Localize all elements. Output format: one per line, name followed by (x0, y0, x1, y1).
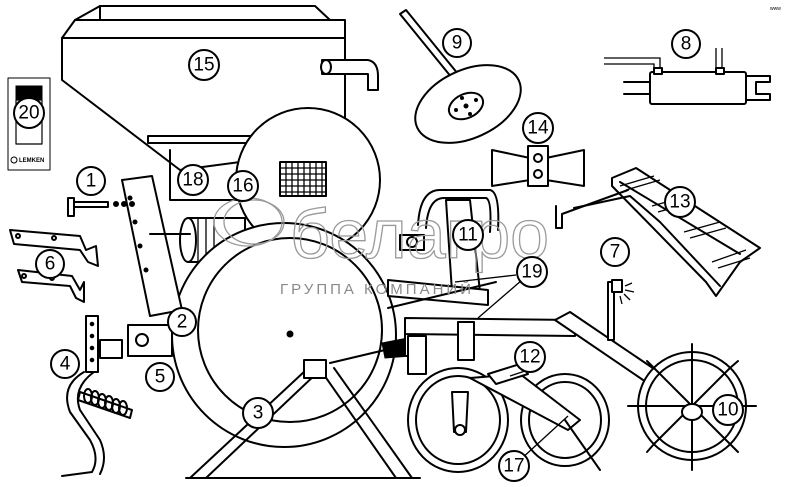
tine-arm-drawing (487, 363, 529, 385)
svg-text:15: 15 (193, 55, 214, 76)
callout-18: 18 (177, 164, 209, 196)
svg-text:5: 5 (155, 367, 166, 388)
callout-13: 13 (664, 186, 696, 218)
callout-2: 2 (167, 307, 197, 337)
svg-text:17: 17 (503, 456, 524, 477)
callout-4: 4 (50, 349, 80, 379)
svg-text:11: 11 (458, 225, 478, 246)
callout-19: 19 (516, 256, 548, 288)
part-6-drawing (9, 229, 99, 303)
part-13-drawing (555, 167, 761, 297)
main-wheel-drawing (171, 222, 397, 448)
callout-1: 1 (76, 166, 106, 196)
callout-11: 11 (452, 219, 484, 251)
svg-text:4: 4 (60, 354, 71, 375)
svg-text:9: 9 (452, 33, 463, 54)
callout-6: 6 (35, 249, 65, 279)
callout-15: 15 (188, 49, 220, 81)
svg-text:3: 3 (253, 403, 264, 424)
corner-mark: www (770, 6, 781, 12)
callout-5: 5 (145, 362, 175, 392)
part-20-drawing (7, 77, 51, 171)
svg-text:12: 12 (519, 347, 540, 368)
part-1-drawing (67, 197, 135, 217)
callout-3: 3 (242, 397, 274, 429)
svg-text:13: 13 (669, 192, 690, 213)
watermark-logo: белагро ГРУППА КОМПАНИЙ (213, 194, 550, 298)
disc-coulters-drawing (407, 367, 610, 473)
callout-14: 14 (522, 112, 554, 144)
svg-text:2: 2 (177, 312, 188, 333)
coulter-frame-drawing (387, 279, 576, 375)
watermark-main-text: белагро (290, 195, 549, 273)
callout-20: 20 (13, 97, 45, 129)
callout-9: 9 (442, 28, 472, 58)
leader-lines (454, 274, 569, 461)
callout-12: 12 (514, 341, 546, 373)
callout-16: 16 (227, 170, 259, 202)
svg-text:16: 16 (232, 176, 253, 197)
part-9-drawing (399, 9, 522, 144)
lemken-logo-text: LEMKEN (19, 158, 44, 164)
part-8-drawing (604, 48, 771, 105)
svg-text:20: 20 (18, 103, 39, 124)
svg-text:18: 18 (182, 170, 203, 191)
svg-text:10: 10 (717, 400, 738, 421)
svg-text:7: 7 (610, 242, 621, 263)
callout-7: 7 (600, 237, 630, 267)
svg-text:8: 8 (681, 34, 692, 55)
callout-10: 10 (712, 394, 744, 426)
callout-17: 17 (498, 450, 530, 482)
svg-text:1: 1 (86, 171, 97, 192)
part-14-drawing (491, 145, 585, 187)
watermark-sub-text: ГРУППА КОМПАНИЙ (280, 280, 474, 298)
callout-8: 8 (671, 29, 701, 59)
part-7-drawing (607, 279, 635, 341)
spike-roller-drawing (554, 311, 757, 471)
svg-text:6: 6 (45, 254, 56, 275)
svg-text:14: 14 (527, 118, 549, 139)
svg-text:19: 19 (521, 262, 542, 283)
part-4-drawing (61, 315, 133, 477)
